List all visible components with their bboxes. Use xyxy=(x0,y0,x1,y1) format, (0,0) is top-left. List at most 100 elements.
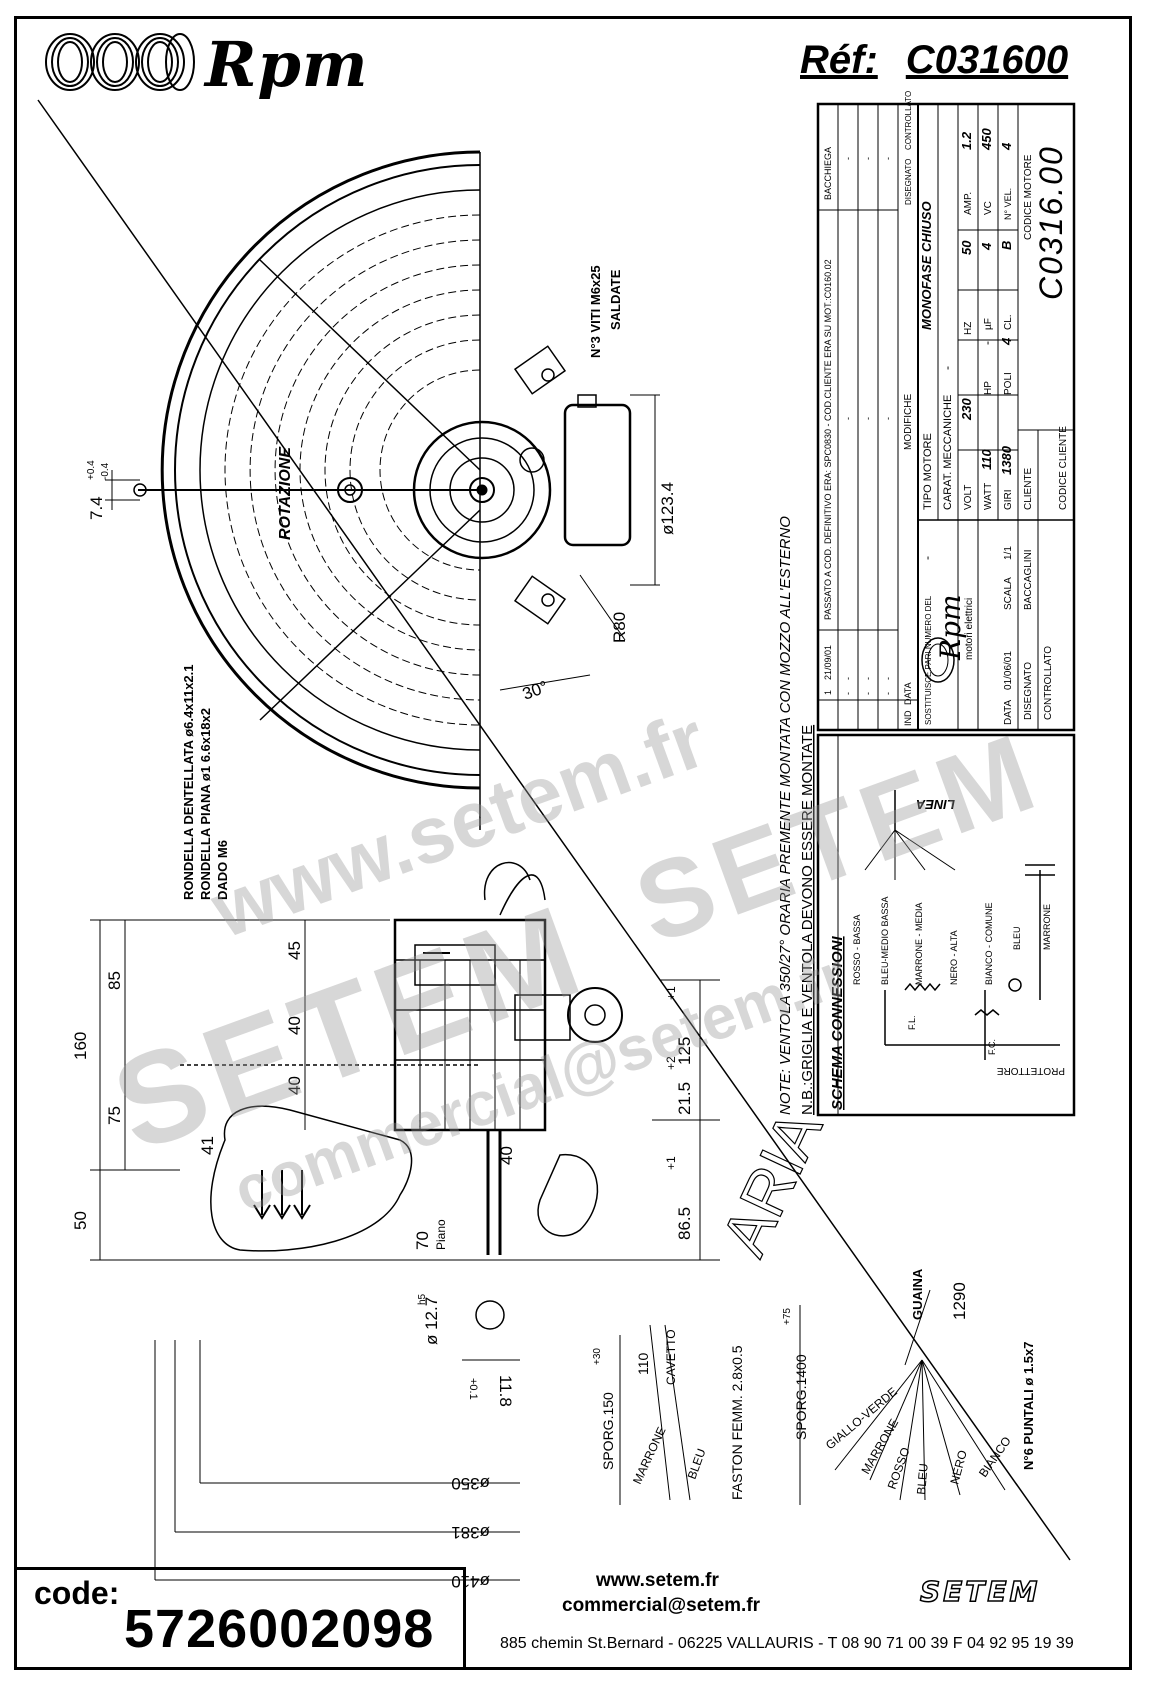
rev-ind-3: - xyxy=(863,692,873,695)
motor-side-view xyxy=(180,861,623,1255)
dim-7-4: 7.4 xyxy=(87,496,106,520)
rev-ind-1: 1 xyxy=(823,690,833,695)
company-brand: Rpm xyxy=(934,594,967,661)
rev-modifiche-1: PASSATO A COD. DEFINITIVO ERA: SPC0830 -… xyxy=(823,259,833,620)
footer-email[interactable]: commercial@setem.fr xyxy=(562,1595,761,1616)
rev-disegnato-1: BACCHIEGA xyxy=(823,147,833,200)
puntali-label: N°6 PUNTALI ø 1.5x7 xyxy=(1021,1342,1036,1471)
air-arrows xyxy=(253,1170,311,1220)
watt-label: WATT xyxy=(983,483,994,510)
volt-label: VOLT xyxy=(963,485,974,510)
cl: B xyxy=(999,241,1014,250)
dim-21-5: 21.5 xyxy=(675,1082,694,1115)
disegnato: BACCAGLINI xyxy=(1023,549,1034,610)
side-dimensions xyxy=(90,919,1006,1581)
dim-160: 160 xyxy=(71,1032,90,1060)
uf-label: µF xyxy=(983,318,994,330)
brand-logo: Rpm xyxy=(205,28,369,101)
codice-motore-label: CODICE MOTORE xyxy=(1023,154,1034,240)
dim-86-5-tol: +1 xyxy=(664,1156,678,1170)
ref-code: C031600 xyxy=(905,38,1069,82)
dim-45: 45 xyxy=(285,941,304,960)
dim-7-4-tol-a: +0.4 xyxy=(86,460,97,480)
col-data: DATA xyxy=(903,682,913,705)
col-ind: IND xyxy=(903,710,913,726)
hz: 50 xyxy=(959,240,974,255)
dim-12-7-tol: h5 xyxy=(417,1293,428,1305)
wire-marrone: MARRONE - MEDIA xyxy=(914,902,924,985)
giri-label: GIRI xyxy=(1003,489,1014,510)
col-disegnato: DISEGNATO xyxy=(904,159,913,205)
dim-123: ø123.4 xyxy=(658,482,677,535)
note-line-2: N.B.:GRIGLIA E VENTOLA DEVONO ESSERE MON… xyxy=(799,725,816,1115)
dim-21-5-tol: +2 xyxy=(664,1056,678,1070)
guaina-label: GUAINA xyxy=(910,1268,925,1320)
footer-address: 885 chemin St.Bernard - 06225 VALLAURIS … xyxy=(500,1635,1074,1652)
motor-front-view xyxy=(412,345,632,625)
vc-label: VC xyxy=(983,201,994,215)
schema-fl: F.L. xyxy=(907,1015,917,1030)
rev-data-3: - xyxy=(863,677,873,680)
code-label: code: xyxy=(34,1575,120,1611)
hp-label: HP xyxy=(983,381,994,395)
dim-12-7: ø 12.7 xyxy=(422,1297,441,1345)
dim-125-tol: +1 xyxy=(664,986,678,1000)
schema-fc: F.C. xyxy=(987,1039,997,1055)
rev-data-2: - xyxy=(843,677,853,680)
marrone-lead: MARRONE xyxy=(630,1425,669,1487)
bleu-lead: BLEU xyxy=(685,1447,709,1481)
dado: DADO M6 xyxy=(215,840,230,900)
sporg-1400: SPORG.1400 xyxy=(793,1354,809,1440)
hp: - xyxy=(980,341,994,345)
carat-label: CARAT. MECCANICHE xyxy=(942,395,954,510)
dim-125: 125 xyxy=(675,1037,694,1065)
wire-nero: NERO - ALTA xyxy=(949,930,959,985)
hz-label: HZ xyxy=(963,322,974,335)
dim-86-5: 86.5 xyxy=(675,1207,694,1240)
wire-bianco: BIANCO - COMUNE xyxy=(984,902,994,985)
faston-label: FASTON FEMM. 2.8x0.5 xyxy=(729,1345,745,1500)
piano-label: Piano xyxy=(434,1219,448,1250)
scala: 1/1 xyxy=(1003,546,1014,560)
aria-label: ARIA xyxy=(707,1100,836,1266)
codice-motore: C0316.00 xyxy=(1033,145,1069,300)
dim-41: 41 xyxy=(198,1136,217,1155)
dim-r80: R80 xyxy=(610,612,629,643)
cl-label: CL. xyxy=(1003,314,1014,330)
sporg-150-tol: +30 xyxy=(592,1348,603,1365)
dim-40-a: 40 xyxy=(285,1016,304,1035)
col-controllato: CONTROLLATO xyxy=(904,91,913,150)
codice-cliente-label: CODICE CLIENTE xyxy=(1058,426,1069,510)
lead-bleu: BLEU xyxy=(914,1463,931,1495)
dim-350: ø350 xyxy=(451,1474,490,1493)
cliente-label: CLIENTE xyxy=(1023,467,1034,510)
dim-40-c: 40 xyxy=(497,1146,516,1165)
note-line-1: NOTE: VENTOLA 350/27° ORARIA PREMENTE MO… xyxy=(777,516,794,1115)
uf: 4 xyxy=(979,242,994,251)
rev-ind-2: - xyxy=(843,692,853,695)
tipo-motore-label: TIPO MOTORE xyxy=(922,433,934,510)
schema-protettore: PROTETTORE xyxy=(997,1065,1065,1076)
dim-75: 75 xyxy=(105,1106,124,1125)
diagonal-line xyxy=(37,99,1071,1561)
viti-label: N°3 VITI M6x25 xyxy=(588,265,603,358)
rev-modifiche-4: - xyxy=(883,417,893,420)
drawing-frame xyxy=(14,16,1132,1670)
dim-30: 30° xyxy=(520,677,551,704)
wire-bleu: BLEU xyxy=(1012,926,1022,950)
cavetto-label: CAVETTO xyxy=(664,1329,678,1385)
footer-website[interactable]: www.setem.fr xyxy=(596,1570,719,1591)
nvel-label: N° VEL. xyxy=(1003,188,1013,220)
dim-410: ø410 xyxy=(451,1572,490,1591)
dim-1290: 1290 xyxy=(950,1282,969,1320)
rev-disegnato-3: - xyxy=(863,157,873,160)
wire-bleu-medio: BLEU-MEDIO BASSA xyxy=(880,896,890,985)
rev-disegnato-4: - xyxy=(883,157,893,160)
rev-modifiche-2: - xyxy=(843,417,853,420)
tipo-motore: MONOFASE CHIUSO xyxy=(919,201,934,330)
data-label: DATA xyxy=(1003,699,1014,725)
front-dimensions xyxy=(105,394,660,691)
dim-40-b: 40 xyxy=(285,1076,304,1095)
scala-label: SCALA xyxy=(1003,577,1014,610)
